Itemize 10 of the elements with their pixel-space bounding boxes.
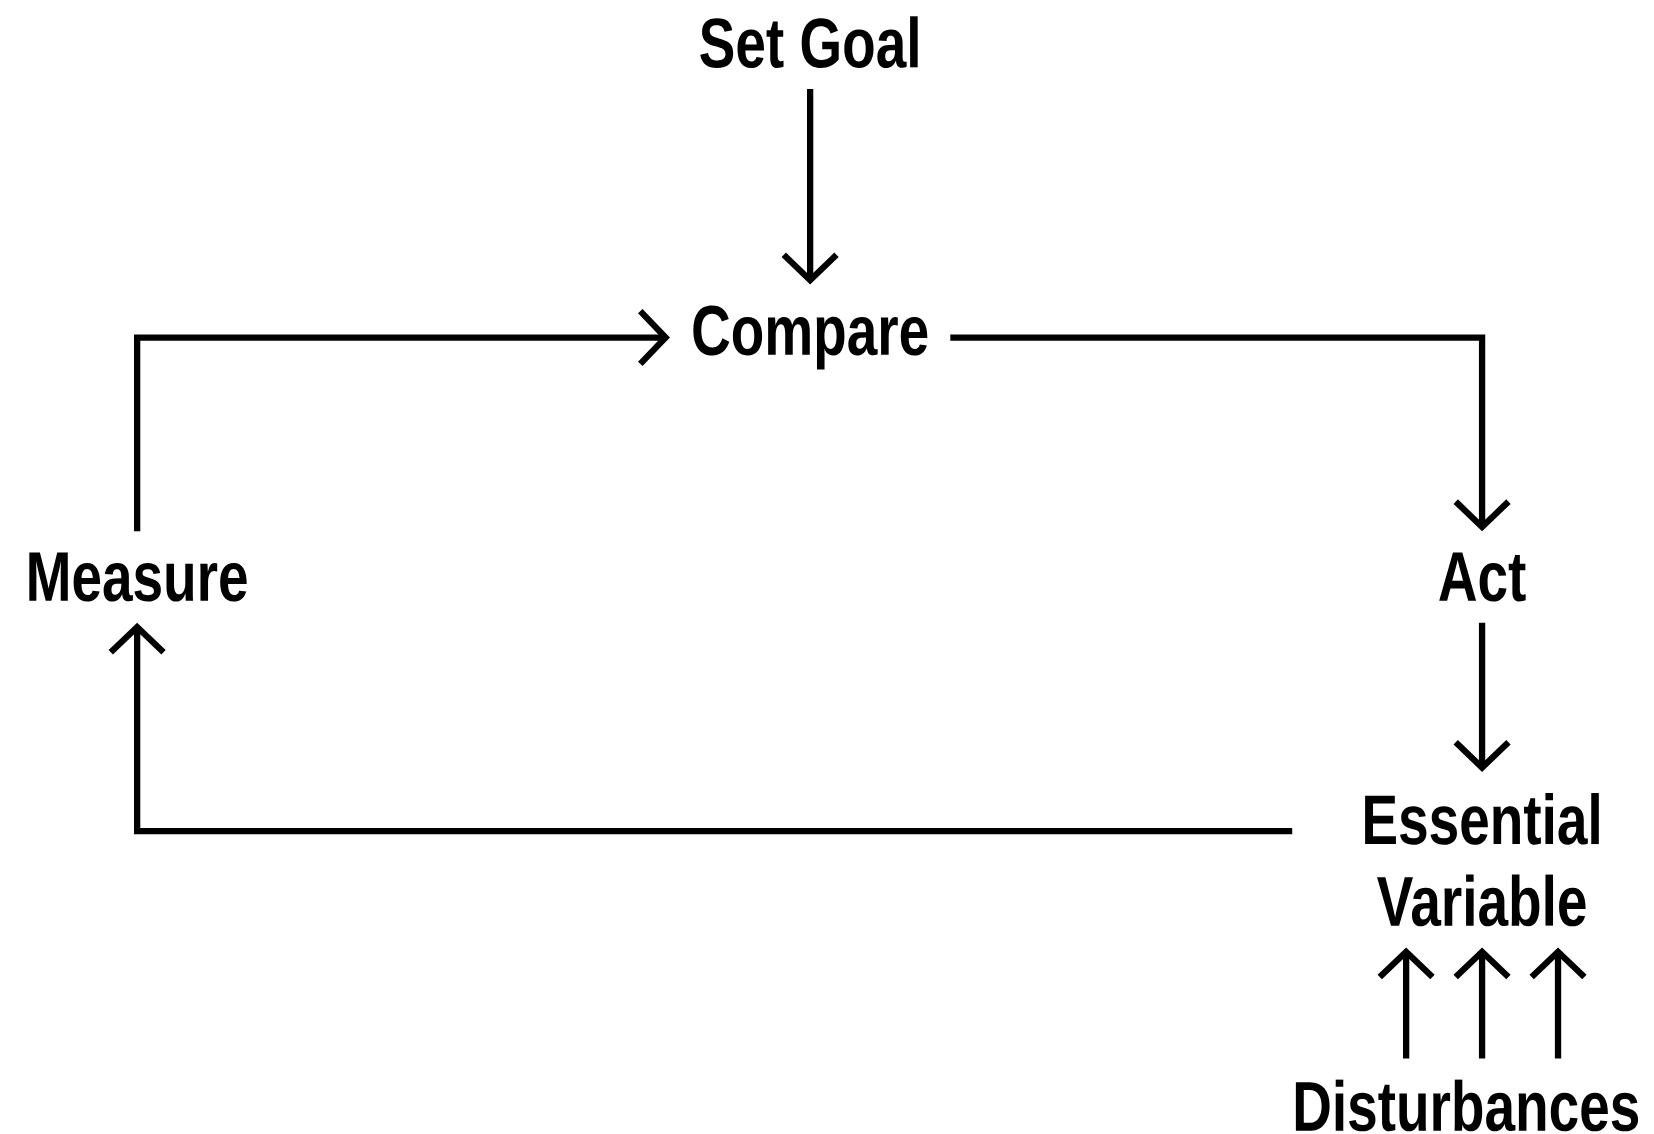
node-label: Act	[1439, 552, 1526, 602]
node-label: Compare	[693, 305, 928, 370]
arrow	[1453, 622, 1511, 772]
arrow	[108, 622, 1293, 835]
arrow	[950, 334, 1511, 532]
node-label: Measure	[29, 552, 247, 602]
node-label: Disturbances	[1295, 1079, 1639, 1132]
node-label: Essential Variable	[1365, 793, 1599, 927]
node-label: Set Goal	[700, 16, 918, 69]
arrow	[134, 309, 670, 532]
